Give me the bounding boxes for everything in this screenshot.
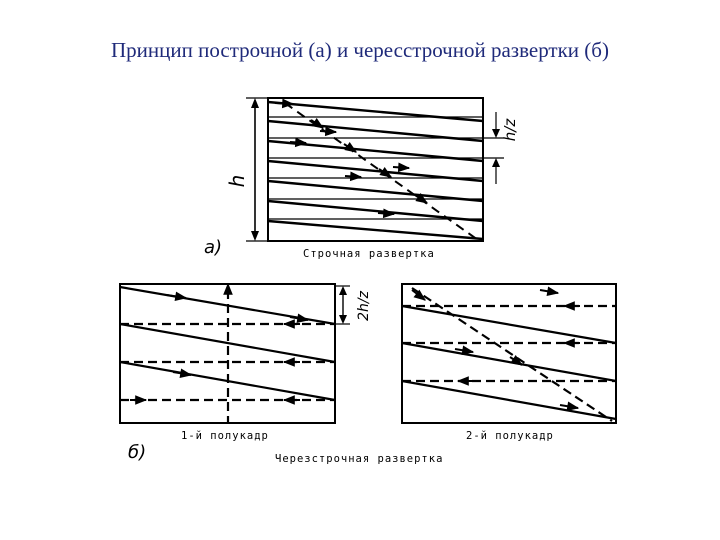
line-step-dimension-b	[335, 285, 350, 325]
line-step-dimension-a	[483, 112, 504, 184]
scan-arrows-field2	[411, 286, 580, 411]
scan-direction-arrows-a	[274, 98, 411, 219]
field2-label: 2-й полукадр	[466, 430, 554, 442]
field-2: 2-й полукадр	[401, 283, 617, 442]
raster-frame-a	[267, 97, 484, 242]
interlaced-scan-panel: 1-й полукадр 2h/z	[119, 282, 617, 465]
height-dimension-a	[246, 97, 268, 242]
caption-b: Черезстрочная развертка	[275, 453, 443, 465]
scan-arrows-field1	[130, 282, 310, 405]
retrace-arrows-a	[310, 118, 428, 204]
caption-a: Строчная развертка	[303, 248, 435, 260]
slide-title: Принцип построчной (а) и чересстрочной р…	[111, 38, 609, 62]
frame-retrace-a	[284, 102, 479, 241]
diagram-letter-b: б)	[128, 442, 146, 463]
dashed-lines-field1	[120, 290, 335, 423]
dashed-lines-field2	[402, 287, 616, 422]
height-label: h	[225, 175, 249, 188]
field-1: 1-й полукадр	[119, 282, 336, 442]
line-step-label-a: h/z	[501, 118, 519, 142]
diagram-letter-a: а)	[204, 237, 222, 258]
raster-frame-field2	[401, 283, 617, 424]
scan-lines-field1	[119, 285, 336, 402]
field1-label: 1-й полукадр	[181, 430, 269, 442]
line-step-label-b: 2h/z	[356, 290, 372, 320]
progressive-scan-panel: h h/z а) Строчная развертка	[204, 97, 519, 260]
scan-lines-field2	[401, 304, 617, 421]
